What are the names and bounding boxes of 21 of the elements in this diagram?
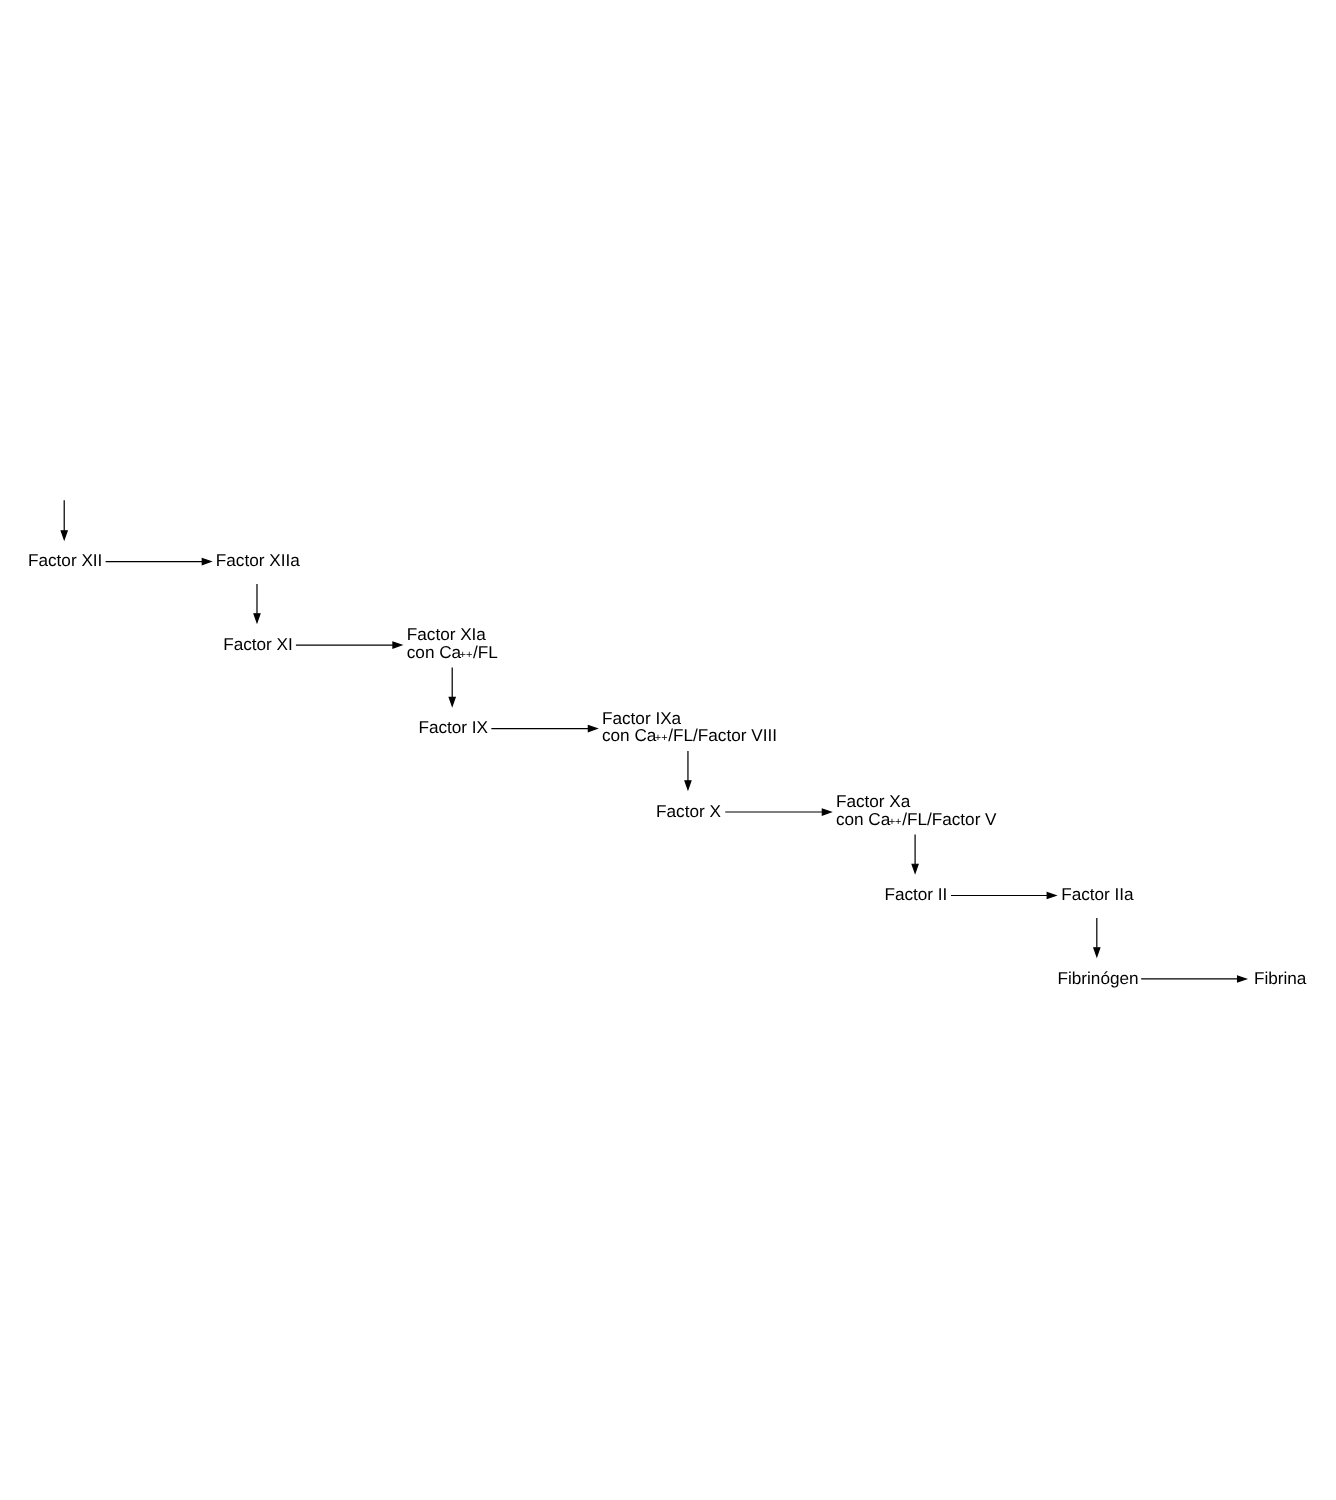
arrow (911, 833, 919, 875)
node-text: Factor IX (418, 717, 489, 738)
arrow (490, 724, 599, 733)
node-text: Factor XIIa (215, 550, 300, 571)
node-text: Factor XI (223, 633, 293, 654)
node-text: Factor X (656, 800, 721, 821)
node-text: Factor IIa (1061, 884, 1134, 905)
arrow (684, 750, 692, 792)
node-text: Factor XII (28, 550, 103, 571)
arrow (950, 891, 1058, 900)
node-text: Factor II (884, 884, 948, 905)
arrow (295, 641, 404, 649)
node-text: Fibrinógen (1057, 967, 1139, 988)
arrow (253, 583, 261, 625)
arrow (60, 499, 69, 542)
arrow (448, 666, 457, 708)
arrow (1140, 975, 1249, 983)
arrow (1092, 917, 1101, 959)
arrow (105, 557, 213, 566)
node-text: Fibrina (1253, 967, 1307, 988)
arrow (724, 808, 833, 816)
